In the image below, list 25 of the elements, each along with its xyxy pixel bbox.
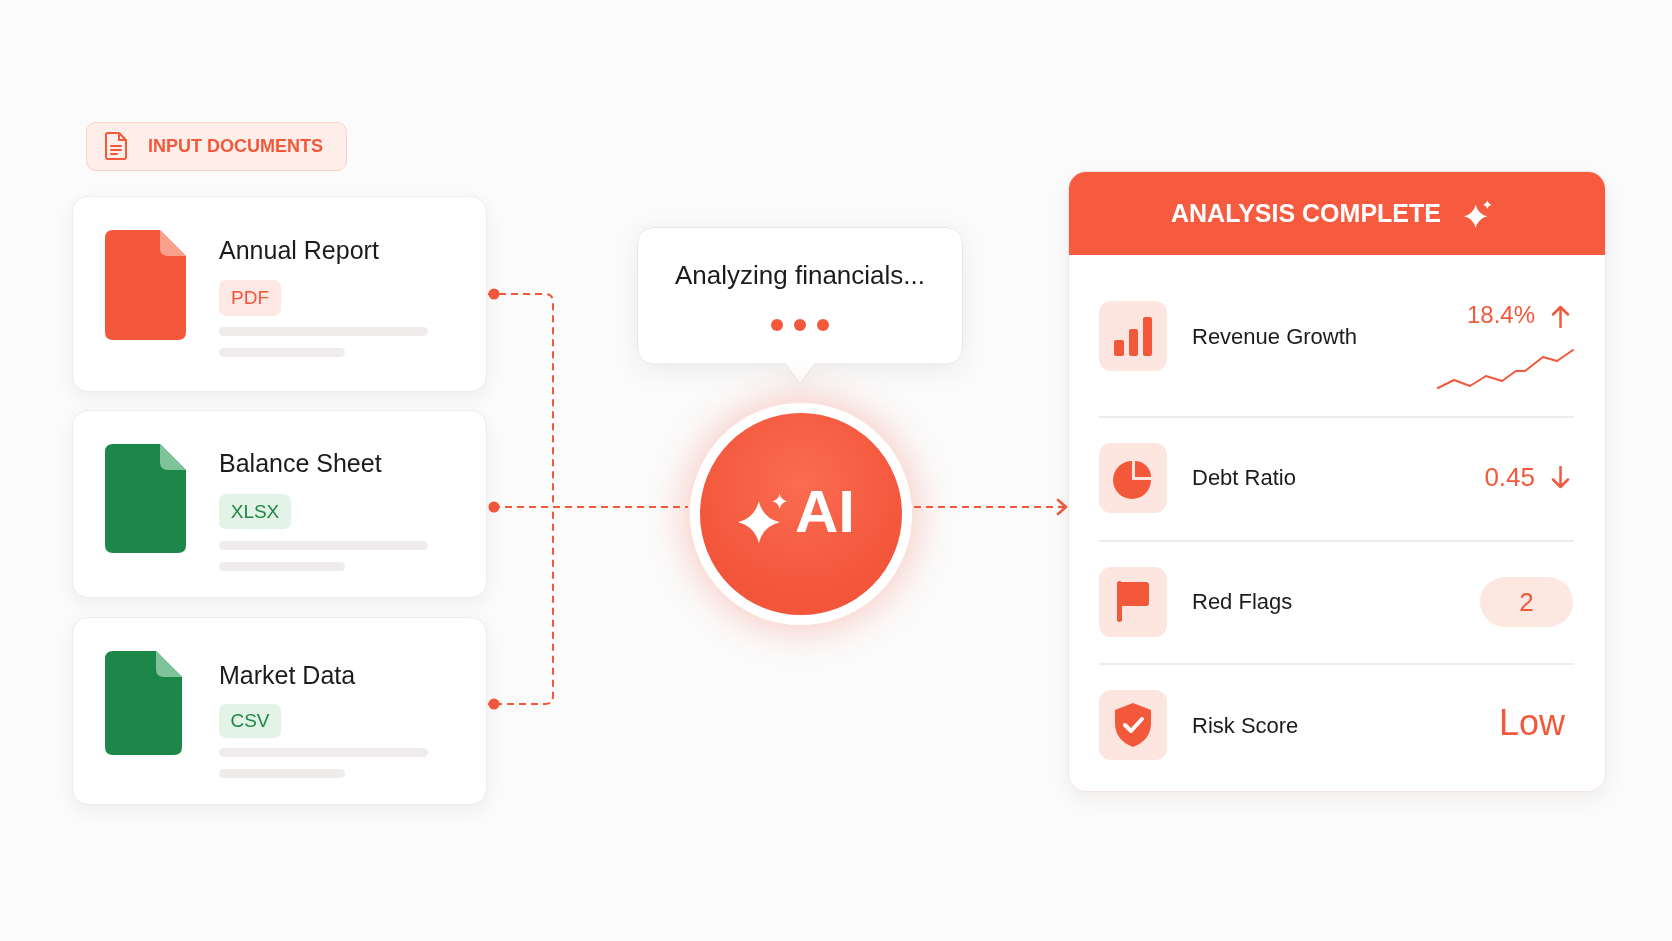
- file-type-tag: PDF: [219, 280, 281, 316]
- section-title: INPUT DOCUMENTS: [148, 135, 323, 157]
- metric-name: Red Flags: [1192, 589, 1293, 614]
- document-title: Market Data: [219, 661, 356, 690]
- file-type-tag: CSV: [219, 704, 281, 738]
- panel-title: ANALYSIS COMPLETE: [1171, 198, 1441, 228]
- document-title: Balance Sheet: [219, 449, 382, 478]
- metric-value: 18.4%: [1466, 301, 1535, 329]
- metric-value: Low: [1498, 702, 1565, 743]
- status-text: Analyzing financials...: [675, 260, 925, 290]
- speech-bubble: [637, 227, 963, 385]
- results-panel: [1068, 171, 1606, 792]
- ai-label: AI: [795, 477, 855, 547]
- metric-name: Revenue Growth: [1192, 324, 1358, 349]
- document-card: [72, 617, 487, 805]
- document-card: [72, 410, 487, 598]
- metric-value: 0.45: [1484, 462, 1535, 492]
- file-type-tag: XLSX: [219, 494, 291, 529]
- section-header-pill: [86, 122, 347, 171]
- count-pill: 2: [1480, 577, 1573, 627]
- connector-line: [913, 498, 1068, 516]
- document-card: [72, 196, 487, 392]
- metric-name: Debt Ratio: [1192, 465, 1296, 490]
- metric-name: Risk Score: [1192, 713, 1299, 738]
- document-title: Annual Report: [219, 236, 379, 265]
